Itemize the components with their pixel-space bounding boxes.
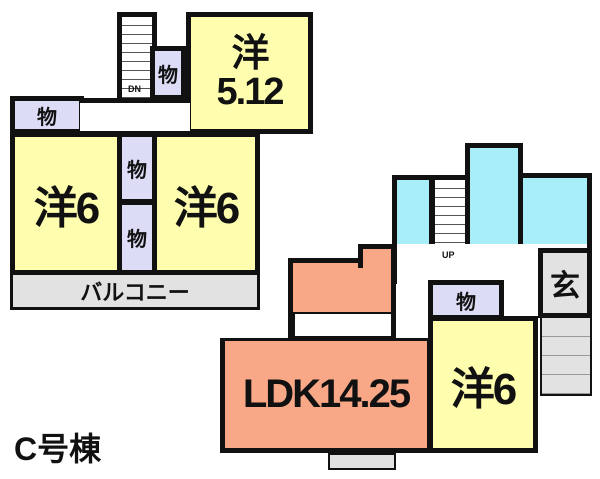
stair-label-dn: DN bbox=[128, 84, 141, 94]
closet-1f: 物 bbox=[428, 280, 504, 320]
kitchen-notch bbox=[358, 244, 396, 268]
balcony: バルコニー bbox=[10, 272, 260, 310]
kitchen-counter bbox=[293, 312, 393, 338]
closet-2f-mid-top: 物 bbox=[117, 132, 157, 204]
bathroom bbox=[518, 173, 592, 249]
washroom bbox=[465, 143, 523, 249]
entrance: 玄 bbox=[538, 248, 592, 318]
room-western-6-left: 洋6 bbox=[10, 132, 122, 275]
closet-2f-left: 物 bbox=[10, 96, 84, 134]
stairs-1f bbox=[430, 175, 470, 249]
building-label: C号棟 bbox=[14, 431, 102, 467]
closet-2f-mid-bottom: 物 bbox=[117, 200, 157, 275]
ldk: LDK14.25 bbox=[220, 338, 432, 453]
room-western-6-right: 洋6 bbox=[152, 132, 260, 275]
entrance-porch bbox=[540, 316, 592, 396]
hall-2f bbox=[80, 98, 190, 136]
toilet bbox=[392, 175, 434, 249]
stair-label-up: UP bbox=[442, 250, 455, 260]
exterior-step bbox=[328, 453, 396, 470]
room-western-512: 洋 5.12 bbox=[186, 12, 313, 134]
room-western-6-1f: 洋6 bbox=[428, 316, 538, 453]
closet-2f-stair: 物 bbox=[150, 46, 186, 100]
